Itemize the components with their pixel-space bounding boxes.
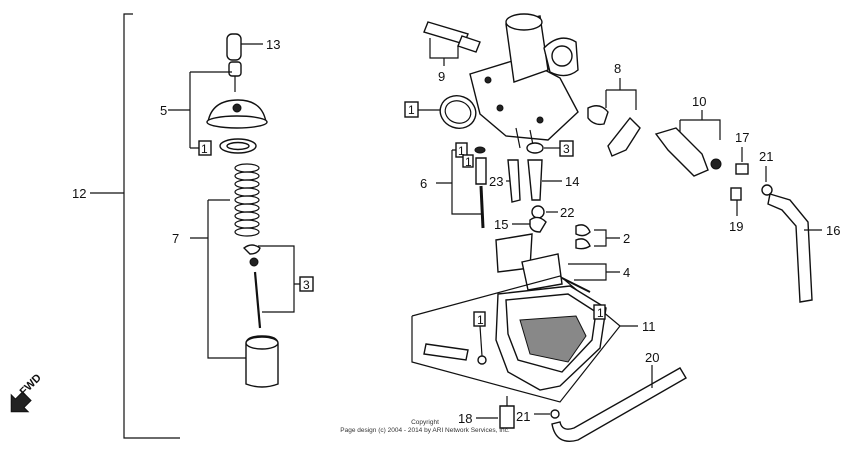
- callout-17: 17: [735, 130, 749, 145]
- part-5-top: 5 1: [160, 71, 268, 156]
- part-2-pins: 2: [575, 224, 630, 250]
- callout-5: 5: [160, 103, 167, 118]
- spring: [234, 163, 260, 237]
- callout-1-box-jet2: 1: [465, 155, 472, 169]
- callout-21-lower: 21: [516, 409, 530, 424]
- part-21-clip-upper: 21: [759, 149, 773, 196]
- callout-15: 15: [494, 217, 508, 232]
- callout-3-box-left: 3: [303, 278, 310, 292]
- callout-7: 7: [172, 231, 179, 246]
- callout-20: 20: [645, 350, 659, 365]
- callout-13: 13: [266, 37, 280, 52]
- part-19-bolt: 19: [729, 187, 743, 234]
- callout-8: 8: [614, 61, 621, 76]
- part-22-seat: 22: [531, 205, 574, 220]
- part-6-jets: 6 1 1: [420, 142, 487, 229]
- callout-23: 23: [489, 174, 503, 189]
- carburetor-body: [469, 13, 579, 151]
- bracket-12: 12: [72, 13, 180, 439]
- callout-18: 18: [458, 411, 472, 426]
- callout-11: 11: [642, 319, 656, 334]
- part-17-bolt: 17: [735, 130, 749, 175]
- callout-1-box-bowl-right: 1: [597, 306, 604, 320]
- callout-19: 19: [729, 219, 743, 234]
- callout-10: 10: [692, 94, 706, 109]
- part-13-cap: 13: [226, 33, 280, 92]
- callout-1-box: 1: [201, 142, 208, 156]
- part-11-float-bowl: 1 1 11: [411, 275, 656, 403]
- part-9-screw: 9: [423, 21, 481, 84]
- callout-21: 21: [759, 149, 773, 164]
- part-23-needle: 23: [489, 159, 521, 203]
- callout-9: 9: [438, 69, 445, 84]
- part-15-float-pin: 15: [494, 216, 547, 233]
- part-18-drain-screw: 18: [458, 396, 515, 429]
- part-14-valve: 3 14: [526, 140, 579, 201]
- callout-3-box: 3: [563, 142, 570, 156]
- callout-22: 22: [560, 205, 574, 220]
- callout-16: 16: [826, 223, 840, 238]
- callout-2: 2: [623, 231, 630, 246]
- part-8-lever: 8: [587, 61, 641, 157]
- callout-4: 4: [623, 265, 630, 280]
- part-21-clip-lower: 21: [516, 409, 560, 424]
- fwd-label: FWD: [18, 372, 44, 398]
- copyright-line2: Page design (c) 2004 - 2014 by ARI Netwo…: [340, 427, 510, 434]
- callout-12: 12: [72, 186, 86, 201]
- fwd-arrow: FWD: [10, 372, 44, 413]
- part-16-hose: 16: [767, 193, 840, 303]
- copyright-line1: Copyright: [411, 419, 439, 426]
- part-4-floats: 4: [495, 233, 630, 293]
- callout-1-box-bowl-left: 1: [477, 313, 484, 327]
- part-10-bracket: 10: [654, 94, 722, 177]
- callout-6: 6: [420, 176, 427, 191]
- callout-1-box-jet: 1: [458, 144, 465, 158]
- callout-1-box-oring: 1: [408, 103, 415, 117]
- callout-14: 14: [565, 174, 579, 189]
- copyright: Copyright Page design (c) 2004 - 2014 by…: [340, 419, 510, 434]
- part-20-hose: 20: [551, 350, 687, 442]
- part-1-oring: 1: [404, 95, 477, 129]
- part-7-spring-slide: 7 3: [172, 163, 314, 388]
